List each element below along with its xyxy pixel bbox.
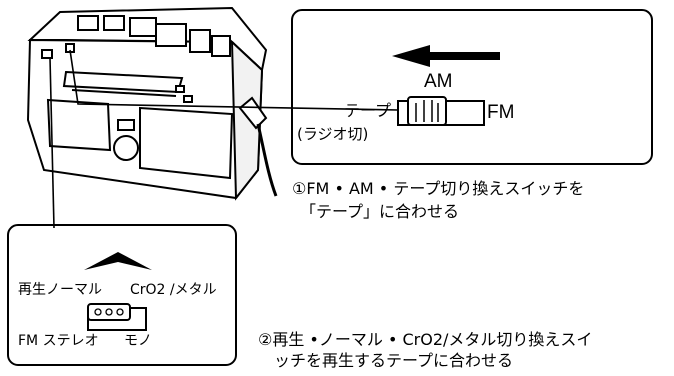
leader-line-bottom <box>49 57 55 229</box>
label-am: AM <box>424 71 453 92</box>
label-radio-off: (ラジオ切) <box>297 125 369 143</box>
instruction-step1-line1: ①FM • AM • テープ切り換えスイッチを <box>292 179 585 198</box>
arrow-double-icon <box>84 252 152 270</box>
arrow-left-icon <box>392 45 500 67</box>
instruction-step2-line2: ッチを再生するテープに合わせる <box>274 351 514 370</box>
label-playback-normal: 再生ノーマル <box>18 282 102 298</box>
label-mono: モノ <box>124 333 152 349</box>
cassette-player-illustration <box>26 6 278 201</box>
leader-lines <box>49 49 399 229</box>
label-fm: FM <box>487 102 515 123</box>
label-cro2-metal: CrO2 /メタル <box>130 282 217 298</box>
leader-line-top <box>69 49 399 111</box>
instruction-step1-line2: 「テープ」に合わせる <box>300 202 460 221</box>
label-fm-stereo: FM ステレオ <box>18 333 99 349</box>
top-switch-inset <box>291 9 653 165</box>
slide-switch-knob-bottom <box>87 303 131 321</box>
instruction-step2-line1: ②再生 •ノーマル • CrO2/メタル切り換えスイ <box>258 330 593 349</box>
bottom-switch-inset <box>7 224 237 366</box>
label-tape: テープ <box>344 101 392 120</box>
slide-switch-knob <box>407 96 447 126</box>
